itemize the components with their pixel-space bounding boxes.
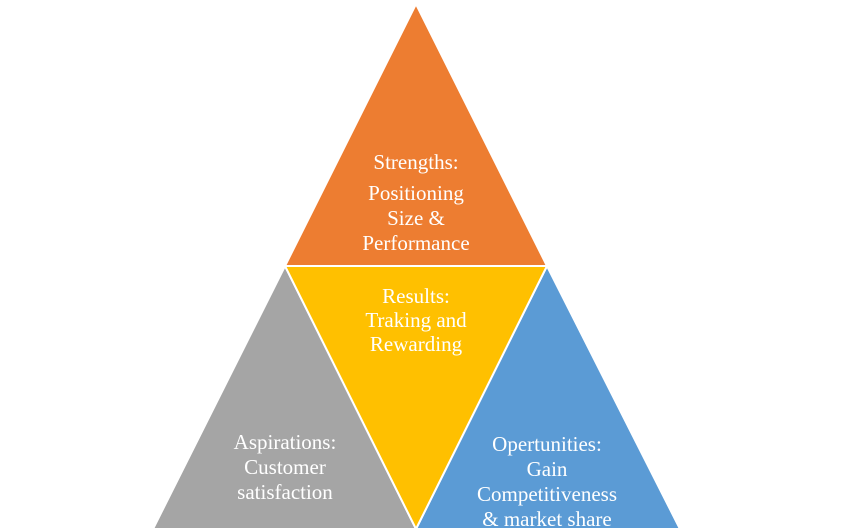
results-heading: Results: (382, 284, 450, 308)
strengths-line-1: Positioning (368, 181, 464, 205)
strengths-line-2: Size & (387, 206, 445, 230)
opportunities-line-3: & market share (482, 507, 612, 531)
opportunities-label: Opertunities: Gain Competitiveness & mar… (452, 432, 642, 531)
opportunities-line-1: Gain (526, 457, 568, 481)
strengths-heading: Strengths: (373, 150, 459, 174)
strengths-label: Strengths: Positioning Size & Performanc… (318, 150, 514, 256)
results-triangle (283, 265, 549, 531)
results-line-1: Traking and (365, 308, 467, 332)
aspirations-heading: Aspirations: (233, 430, 337, 454)
opportunities-line-2: Competitiveness (477, 482, 617, 506)
aspirations-label: Aspirations: Customer satisfaction (190, 430, 380, 505)
results-line-2: Rewarding (369, 332, 463, 356)
results-label: Results: Traking and Rewarding (318, 284, 514, 356)
aspirations-line-1: Customer (244, 455, 326, 479)
opportunities-heading: Opertunities: (492, 432, 602, 456)
strengths-line-3: Performance (362, 231, 470, 255)
aspirations-line-2: satisfaction (237, 480, 333, 504)
